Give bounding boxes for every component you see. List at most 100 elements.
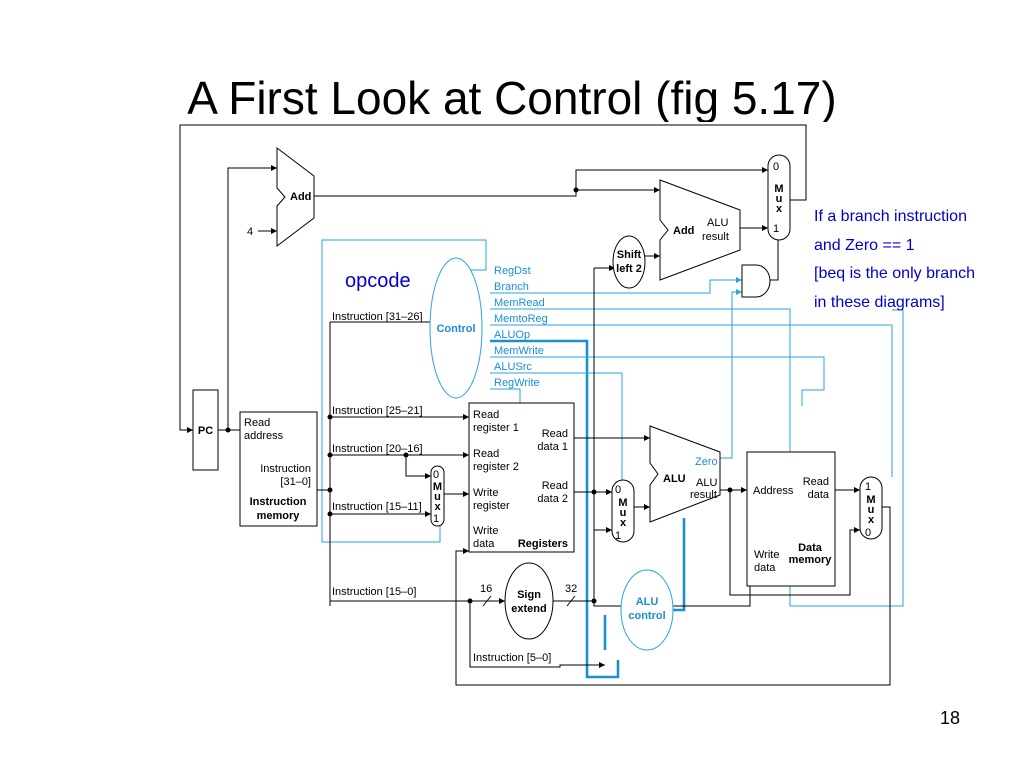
shift-line2: left 2 xyxy=(616,263,642,275)
svg-text:Instruction [15–0]: Instruction [15–0] xyxy=(332,586,416,598)
svg-text:Registers: Registers xyxy=(518,538,568,550)
svg-text:memory: memory xyxy=(789,554,833,566)
svg-text:Sign: Sign xyxy=(517,589,541,601)
data-memory: Address Read data Write data Data memory xyxy=(746,451,836,587)
svg-text:Write: Write xyxy=(473,487,498,499)
svg-text:1: 1 xyxy=(865,481,871,493)
svg-text:control: control xyxy=(628,610,665,622)
branch-adder: Add ALU result xyxy=(659,179,741,281)
signal-alusrc: ALUSrc xyxy=(494,361,532,373)
branch-adder-out2: result xyxy=(702,231,729,243)
arrowheads xyxy=(187,165,860,668)
svg-text:u: u xyxy=(620,507,627,519)
note-line: [beq is the only branch xyxy=(814,265,975,282)
alu-zero-label: Zero xyxy=(695,456,718,468)
svg-text:register: register xyxy=(473,500,510,512)
svg-text:16: 16 xyxy=(480,583,492,595)
svg-text:Address: Address xyxy=(753,485,794,497)
pc-adder: Add xyxy=(276,146,315,248)
control-label: Control xyxy=(436,323,475,335)
signal-memtoreg: MemtoReg xyxy=(494,313,548,325)
note-line: If a branch instruction xyxy=(814,208,967,225)
sign-extend: Sign extend 16 32 xyxy=(480,562,577,640)
svg-text:x: x xyxy=(868,514,875,526)
slide-title: A First Look at Control (fig 5.17) xyxy=(187,72,837,122)
svg-text:u: u xyxy=(434,491,441,503)
svg-text:x: x xyxy=(620,517,627,529)
svg-text:Instruction: Instruction xyxy=(260,463,311,475)
signal-regdst: RegDst xyxy=(494,265,531,277)
svg-text:Write: Write xyxy=(473,525,498,537)
shift-left-2: Shift left 2 xyxy=(612,235,646,289)
alu-control: ALU control xyxy=(620,569,674,651)
svg-text:M: M xyxy=(774,183,783,195)
control-unit: Control xyxy=(429,257,483,399)
page-number: 18 xyxy=(940,708,961,728)
mux-alu-src: 0 M u x 1 xyxy=(611,479,635,543)
svg-text:1: 1 xyxy=(615,530,621,542)
pc-adder-label: Add xyxy=(290,191,311,203)
signal-regwrite: RegWrite xyxy=(494,377,540,389)
svg-text:Instruction [15–11]: Instruction [15–11] xyxy=(332,501,422,513)
svg-text:data: data xyxy=(473,538,495,550)
control-signal-labels: RegDst Branch MemRead MemtoReg ALUOp Mem… xyxy=(494,265,548,389)
mux-pc-source: 0 M u x 1 xyxy=(767,154,791,241)
svg-text:data 2: data 2 xyxy=(537,493,568,505)
branch-adder-label: Add xyxy=(673,225,694,237)
register-file: Read register 1 Read register 2 Write re… xyxy=(468,402,575,553)
svg-text:x: x xyxy=(434,501,441,513)
opcode-label: opcode xyxy=(345,270,411,292)
junction-dots xyxy=(225,187,733,604)
and-gate xyxy=(741,264,771,298)
svg-text:0: 0 xyxy=(615,484,621,496)
signal-memread: MemRead xyxy=(494,297,545,309)
branch-note: If a branch instruction and Zero == 1 [b… xyxy=(814,203,1019,317)
svg-text:register 1: register 1 xyxy=(473,422,519,434)
svg-text:Read: Read xyxy=(473,409,499,421)
svg-text:ALU: ALU xyxy=(636,596,659,608)
alu-label: ALU xyxy=(663,473,686,485)
pc-register: PC xyxy=(192,389,219,471)
svg-text:Read: Read xyxy=(542,428,568,440)
svg-text:Read: Read xyxy=(244,417,270,429)
svg-text:data: data xyxy=(754,562,776,574)
svg-text:0: 0 xyxy=(433,469,439,481)
signal-memwrite: MemWrite xyxy=(494,345,544,357)
pc-label: PC xyxy=(198,425,213,437)
svg-text:Data: Data xyxy=(798,542,823,554)
svg-text:Instruction [5–0]: Instruction [5–0] xyxy=(473,652,551,664)
shift-line1: Shift xyxy=(617,249,642,261)
svg-text:Read: Read xyxy=(542,480,568,492)
note-line: and Zero == 1 xyxy=(814,236,915,254)
svg-text:address: address xyxy=(244,430,284,442)
mux-reg-dst: 0 M u x 1 xyxy=(430,465,445,527)
svg-text:0: 0 xyxy=(773,161,779,173)
svg-text:ALU: ALU xyxy=(696,477,717,489)
svg-text:memory: memory xyxy=(257,510,301,522)
svg-text:Instruction [20–16]: Instruction [20–16] xyxy=(332,443,423,455)
svg-text:Read: Read xyxy=(803,476,829,488)
mux-mem-to-reg: 1 M u x 0 xyxy=(859,476,883,540)
svg-text:1: 1 xyxy=(433,513,439,525)
control-signal-lines xyxy=(321,239,904,679)
svg-text:32: 32 xyxy=(565,583,577,595)
svg-text:x: x xyxy=(776,203,783,215)
const-four: 4 xyxy=(247,226,253,238)
svg-text:Write: Write xyxy=(754,549,779,561)
svg-text:extend: extend xyxy=(511,603,546,615)
svg-text:Read: Read xyxy=(473,448,499,460)
instruction-memory: Read address Instruction [31–0] Instruct… xyxy=(239,411,318,527)
note-line: in these diagrams] xyxy=(814,293,945,311)
svg-text:register 2: register 2 xyxy=(473,461,519,473)
svg-text:0: 0 xyxy=(865,527,871,539)
svg-text:M: M xyxy=(433,481,442,493)
svg-text:M: M xyxy=(618,497,627,509)
svg-text:Instruction [31–26]: Instruction [31–26] xyxy=(332,311,423,323)
svg-text:1: 1 xyxy=(773,223,779,235)
signal-branch: Branch xyxy=(494,281,529,293)
svg-text:u: u xyxy=(868,504,875,516)
instruction-field-labels: Instruction [31–26] Instruction [25–21] … xyxy=(332,311,551,664)
svg-text:M: M xyxy=(866,494,875,506)
svg-text:[31–0]: [31–0] xyxy=(280,476,311,488)
